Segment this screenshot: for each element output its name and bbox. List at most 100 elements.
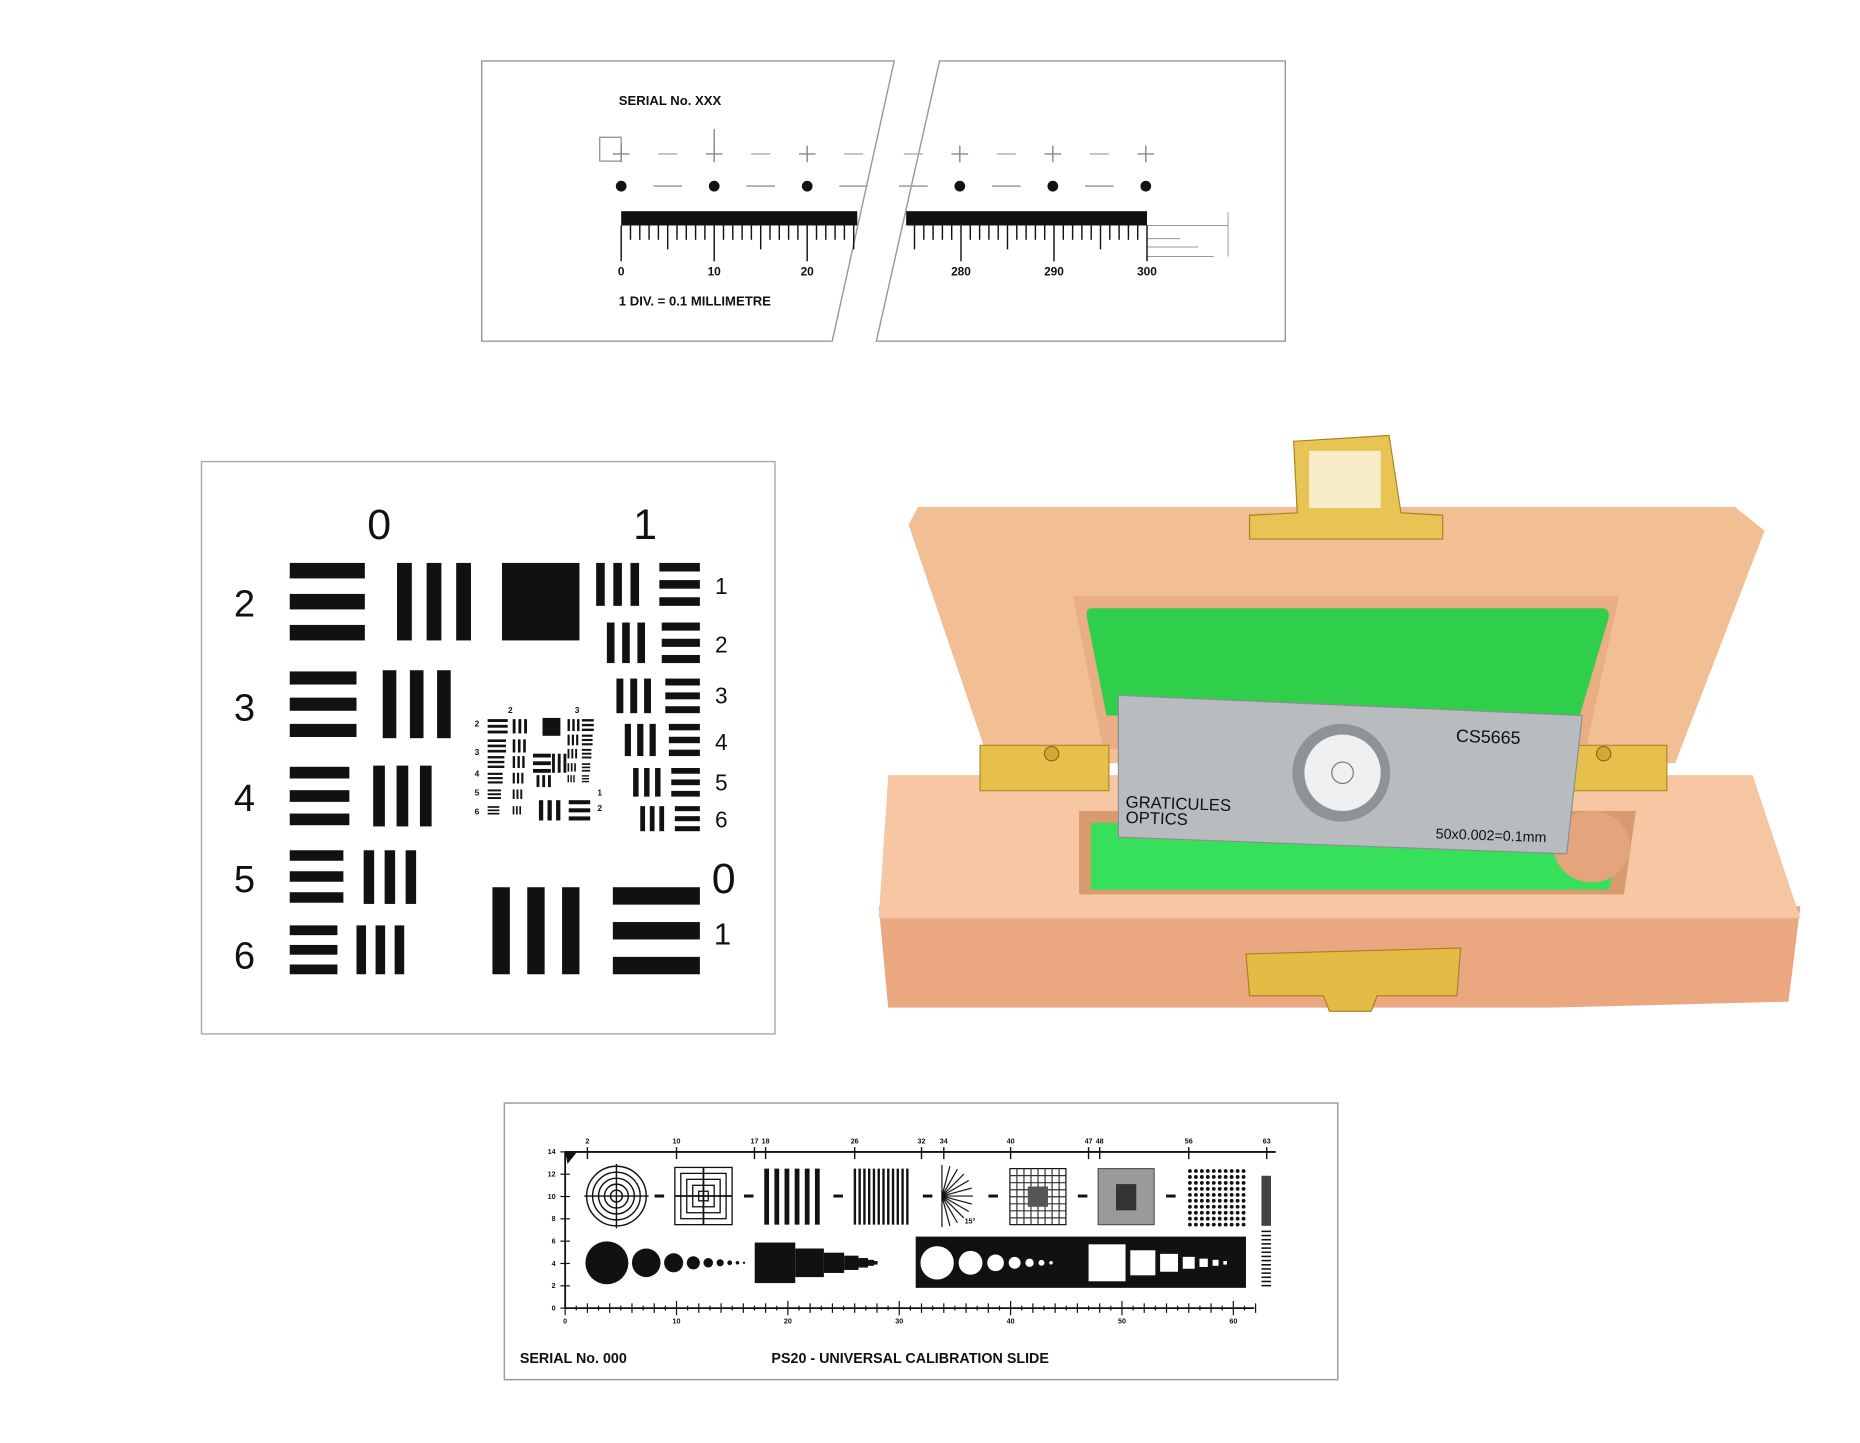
bar: [487, 749, 507, 753]
group-label: 1: [714, 916, 731, 951]
star-ray: [941, 1168, 958, 1197]
bar: [581, 780, 589, 783]
dot-grid-dot: [1223, 1204, 1228, 1209]
size-circle: [631, 1248, 661, 1278]
bar: [487, 793, 502, 796]
dot-grid-dot: [1235, 1204, 1240, 1209]
slide-code: CS5665: [1456, 726, 1521, 748]
bar: [570, 763, 573, 772]
dot-grid-dot: [1235, 1210, 1240, 1215]
bar: [577, 719, 580, 732]
line-pair-bar: [906, 1168, 909, 1225]
bar: [289, 766, 350, 779]
bar: [289, 871, 344, 882]
scale-label: 10: [708, 265, 722, 279]
bar: [640, 806, 646, 832]
bar: [487, 730, 508, 734]
star-ray: [941, 1195, 958, 1224]
crosshair-icon: [1137, 145, 1155, 163]
bar-triplet: [668, 723, 700, 757]
dot-grid-dot: [1193, 1210, 1198, 1215]
bar: [512, 772, 515, 784]
bar: [637, 723, 644, 757]
bar: [487, 781, 503, 784]
size-square-inverse: [1212, 1259, 1219, 1266]
corner-marker: [565, 1151, 578, 1164]
dot-grid-dot: [1223, 1210, 1228, 1215]
size-circle-inverse: [920, 1246, 954, 1280]
bar: [581, 769, 591, 772]
bar: [527, 887, 545, 975]
bar: [289, 850, 344, 861]
star-ray: [941, 1195, 970, 1213]
dot-grid-dot: [1235, 1169, 1240, 1173]
mini-square: [542, 717, 561, 736]
bar: [547, 800, 552, 821]
element-label: 3: [715, 683, 728, 709]
bar: [659, 597, 700, 606]
bar: [289, 562, 365, 579]
line-pair-bar: [887, 1168, 890, 1225]
star-ray: [941, 1165, 951, 1197]
top-tick-label: 17: [750, 1138, 758, 1146]
size-circle-inverse: [1008, 1256, 1021, 1269]
bar-triplet: [661, 622, 700, 664]
calibration-title: PS20 - UNIVERSAL CALIBRATION SLIDE: [771, 1351, 1049, 1367]
bar-triplet: [532, 753, 551, 773]
dot-grid-dot: [1235, 1222, 1240, 1227]
bar: [655, 768, 661, 797]
scale-label: 0: [618, 265, 625, 279]
dot-grid-dot: [1235, 1192, 1240, 1197]
bar: [630, 678, 638, 714]
dot-grid-dot: [1241, 1210, 1246, 1215]
bar: [624, 723, 631, 757]
bar-triplet: [397, 562, 471, 641]
bar: [581, 728, 594, 732]
size-square: [795, 1248, 824, 1278]
bar: [487, 756, 505, 759]
usaf-panel: [200, 460, 776, 1035]
size-circle: [664, 1253, 684, 1273]
mini-label: 3: [475, 747, 480, 757]
size-circle: [742, 1261, 746, 1264]
dot-grid-dot: [1241, 1169, 1246, 1173]
top-tick-label: 40: [1007, 1138, 1015, 1146]
bar-triplet: [512, 719, 527, 734]
group-label-0: 0: [367, 501, 391, 549]
bar: [644, 678, 651, 714]
bar: [536, 775, 540, 788]
bar: [568, 816, 591, 821]
element-label: 4: [234, 777, 255, 820]
bar-triplet: [373, 765, 432, 827]
bar: [633, 768, 639, 797]
bar: [532, 768, 551, 773]
bar-triplet: [567, 719, 580, 732]
bar-triplet: [487, 719, 508, 734]
bar: [356, 925, 367, 975]
size-square-inverse: [1199, 1258, 1208, 1267]
bar-triplet: [289, 766, 350, 826]
dot-grid-dot: [1223, 1222, 1228, 1227]
bar: [571, 748, 574, 759]
bar-triplet: [512, 789, 523, 799]
element-label: 1: [715, 573, 728, 599]
bar: [512, 789, 515, 799]
bottom-tick-label: 60: [1229, 1318, 1237, 1326]
scale-serial: SERIAL No. XXX: [619, 93, 722, 108]
dot-grid-dot: [1217, 1198, 1222, 1203]
dot-grid-dot: [1193, 1186, 1198, 1191]
bar: [517, 739, 521, 753]
dot-grid-dot: [1229, 1192, 1234, 1197]
dot-grid-dot: [1229, 1210, 1234, 1215]
bar: [521, 772, 524, 784]
dot-grid-dot: [1193, 1192, 1198, 1197]
bar: [659, 806, 665, 832]
bar-triplet: [568, 800, 591, 821]
dot-grid-dot: [1229, 1181, 1234, 1185]
size-square-inverse: [1088, 1244, 1126, 1282]
dot-grid-dot: [1223, 1175, 1228, 1179]
line-ladder: [1261, 1251, 1271, 1254]
dot-grid-dot: [1199, 1175, 1204, 1179]
bar: [382, 670, 397, 739]
